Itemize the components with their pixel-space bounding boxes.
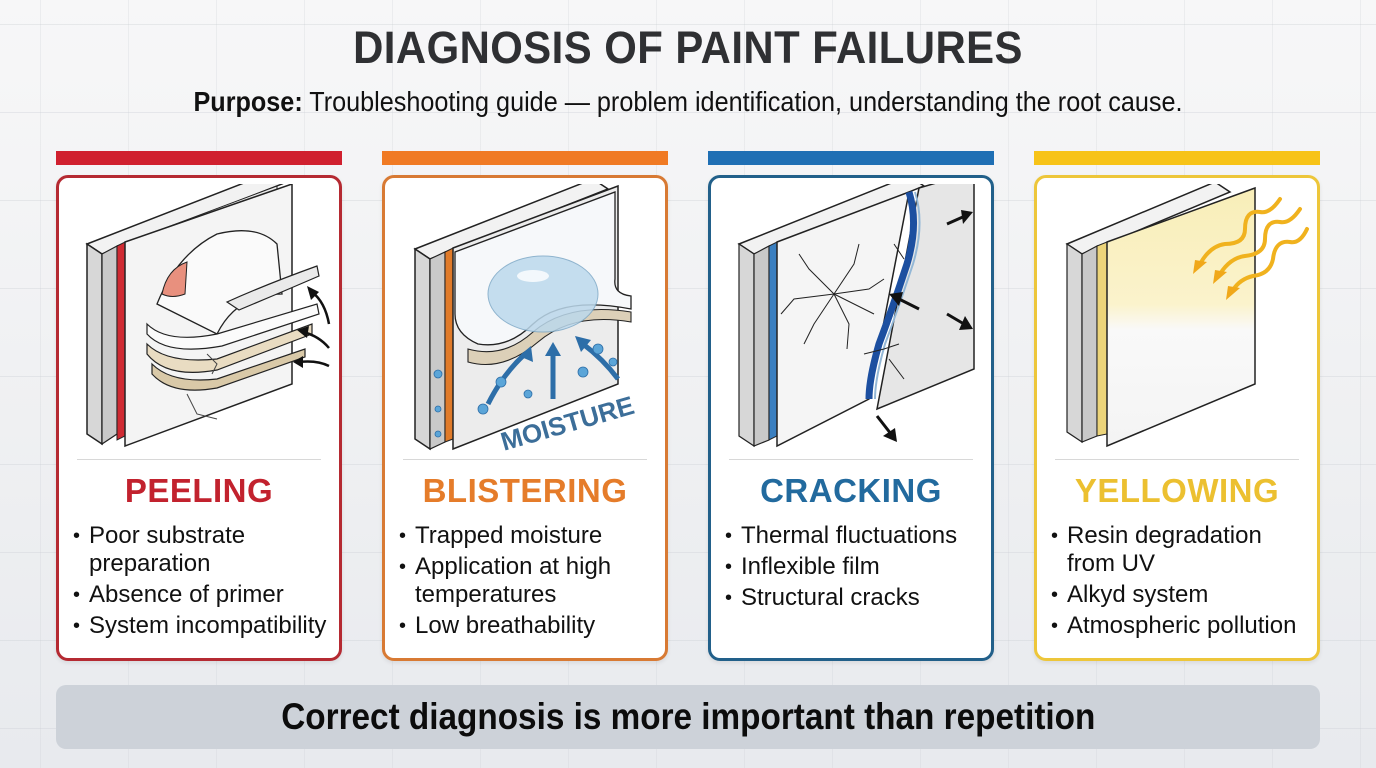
page-title: DIAGNOSIS OF PAINT FAILURES	[353, 22, 1023, 73]
causes-list: Poor substrate preparation Absence of pr…	[71, 522, 333, 643]
causes-list: Thermal fluctuations Inflexible film Str…	[723, 522, 985, 615]
card-body: MOISTURE BLISTERING Trapped moisture App…	[382, 175, 668, 661]
purpose-text: Troubleshooting guide — problem identifi…	[309, 86, 1183, 117]
card-blistering: MOISTURE BLISTERING Trapped moisture App…	[382, 151, 668, 661]
card-title: YELLOWING	[1074, 472, 1280, 509]
card-title: CRACKING	[760, 472, 942, 509]
cause-item: Low breathability	[397, 612, 659, 640]
card-color-bar	[382, 151, 668, 165]
footer-text: Correct diagnosis is more important than…	[280, 696, 1096, 737]
card-color-bar	[708, 151, 994, 165]
cause-item: Thermal fluctuations	[723, 522, 985, 550]
causes-list: Trapped moisture Application at high tem…	[397, 522, 659, 643]
card-color-bar	[56, 151, 342, 165]
cause-item: Alkyd system	[1049, 581, 1311, 609]
cause-item: Poor substrate preparation	[71, 522, 333, 578]
cause-item: Application at high temperatures	[397, 553, 659, 609]
card-cracking: CRACKING Thermal fluctuations Inflexible…	[708, 151, 994, 661]
blistering-moisture-wall-icon: MOISTURE	[413, 184, 637, 454]
card-divider	[1055, 459, 1299, 460]
cause-item: Resin degradation from UV	[1049, 522, 1311, 578]
cause-item: Atmospheric pollution	[1049, 612, 1311, 640]
card-title: BLISTERING	[422, 472, 628, 509]
cracking-wall-icon	[737, 184, 975, 448]
cause-item: System incompatibility	[71, 612, 333, 640]
card-peeling: PEELING Poor substrate preparation Absen…	[56, 151, 342, 661]
card-title: PEELING	[124, 472, 274, 509]
cause-item: Absence of primer	[71, 581, 333, 609]
purpose-label: Purpose:	[193, 86, 303, 117]
causes-list: Resin degradation from UV Alkyd system A…	[1049, 522, 1311, 643]
card-body: PEELING Poor substrate preparation Absen…	[56, 175, 342, 661]
card-divider	[77, 459, 321, 460]
yellowing-uv-wall-icon	[1065, 184, 1309, 448]
card-yellowing: YELLOWING Resin degradation from UV Alky…	[1034, 151, 1320, 661]
card-divider	[729, 459, 973, 460]
card-divider	[403, 459, 647, 460]
cause-item: Structural cracks	[723, 584, 985, 612]
peeling-paint-wall-icon	[85, 184, 331, 448]
purpose-subtitle: Purpose: Troubleshooting guide — problem…	[69, 86, 1307, 118]
card-body: YELLOWING Resin degradation from UV Alky…	[1034, 175, 1320, 661]
card-color-bar	[1034, 151, 1320, 165]
cause-item: Inflexible film	[723, 553, 985, 581]
card-body: CRACKING Thermal fluctuations Inflexible…	[708, 175, 994, 661]
footer-banner: Correct diagnosis is more important than…	[56, 685, 1320, 749]
cause-item: Trapped moisture	[397, 522, 659, 550]
